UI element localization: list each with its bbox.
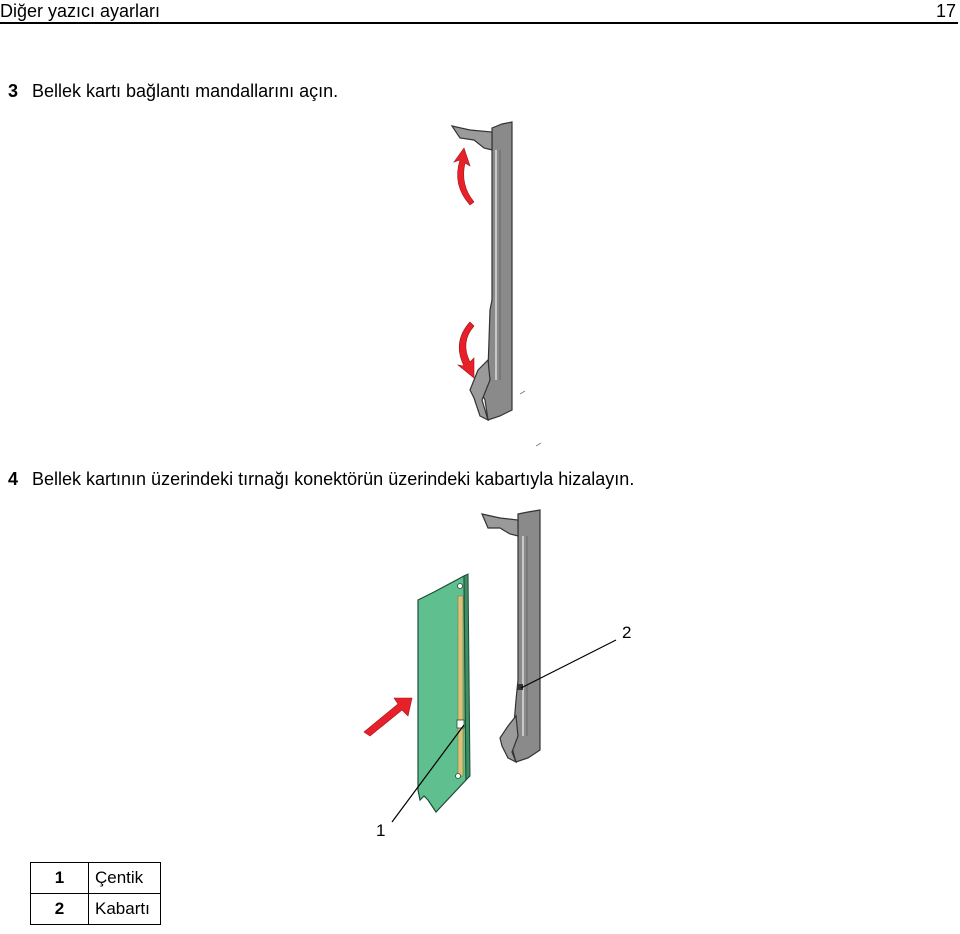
callout-line-1	[391, 724, 465, 823]
callout-line-2	[520, 639, 617, 689]
bottom-latch	[499, 714, 519, 764]
gold-contacts-upper	[457, 595, 464, 721]
step-number: 4	[8, 469, 19, 489]
bottom-latch	[469, 358, 491, 422]
legend-label: Çentik	[88, 862, 161, 894]
legend-label: Kabartı	[88, 893, 161, 925]
alignment-svg	[363, 509, 617, 823]
memory-card	[417, 575, 467, 813]
card-notch	[456, 719, 465, 729]
connector-svg	[450, 121, 542, 447]
step-3: 3 Bellek kartı bağlantı mandallarını açın…	[8, 80, 338, 102]
card-hole	[455, 773, 461, 779]
top-latch	[480, 513, 519, 537]
insert-arrow-icon	[363, 697, 413, 737]
callout-1-label: 1	[376, 821, 386, 840]
legend-number: 1	[30, 862, 89, 894]
up-arrow-icon	[453, 147, 475, 206]
tick-mark	[535, 442, 542, 447]
step-text: Bellek kartı bağlantı mandallarını açın.	[32, 81, 339, 101]
callout-legend-table: 1 Çentik 2 Kabartı	[30, 862, 161, 925]
card-edge	[463, 573, 471, 782]
card-hole	[457, 583, 463, 589]
connector-key	[517, 684, 523, 690]
callout-2-label: 2	[622, 623, 632, 642]
step-number: 3	[8, 81, 19, 101]
gold-contacts-lower	[457, 727, 464, 777]
step-4: 4 Bellek kartının üzerindeki tırnağı kone…	[8, 468, 634, 490]
tick-mark	[519, 390, 526, 395]
page-header: Diğer yazıcı ayarları 17	[0, 0, 958, 24]
memory-card-alignment-illustration: 1 2	[340, 500, 650, 845]
legend-number: 2	[30, 893, 89, 925]
step-text: Bellek kartının üzerindeki tırnağı konek…	[32, 469, 635, 489]
section-title: Diğer yazıcı ayarları	[0, 1, 161, 21]
connector-latches-open-illustration	[430, 110, 570, 450]
down-arrow-icon	[456, 321, 475, 379]
page-number: 17	[935, 1, 956, 21]
top-latch	[450, 125, 493, 151]
table-row: 1 Çentik	[30, 862, 161, 894]
table-row: 2 Kabartı	[30, 893, 161, 925]
